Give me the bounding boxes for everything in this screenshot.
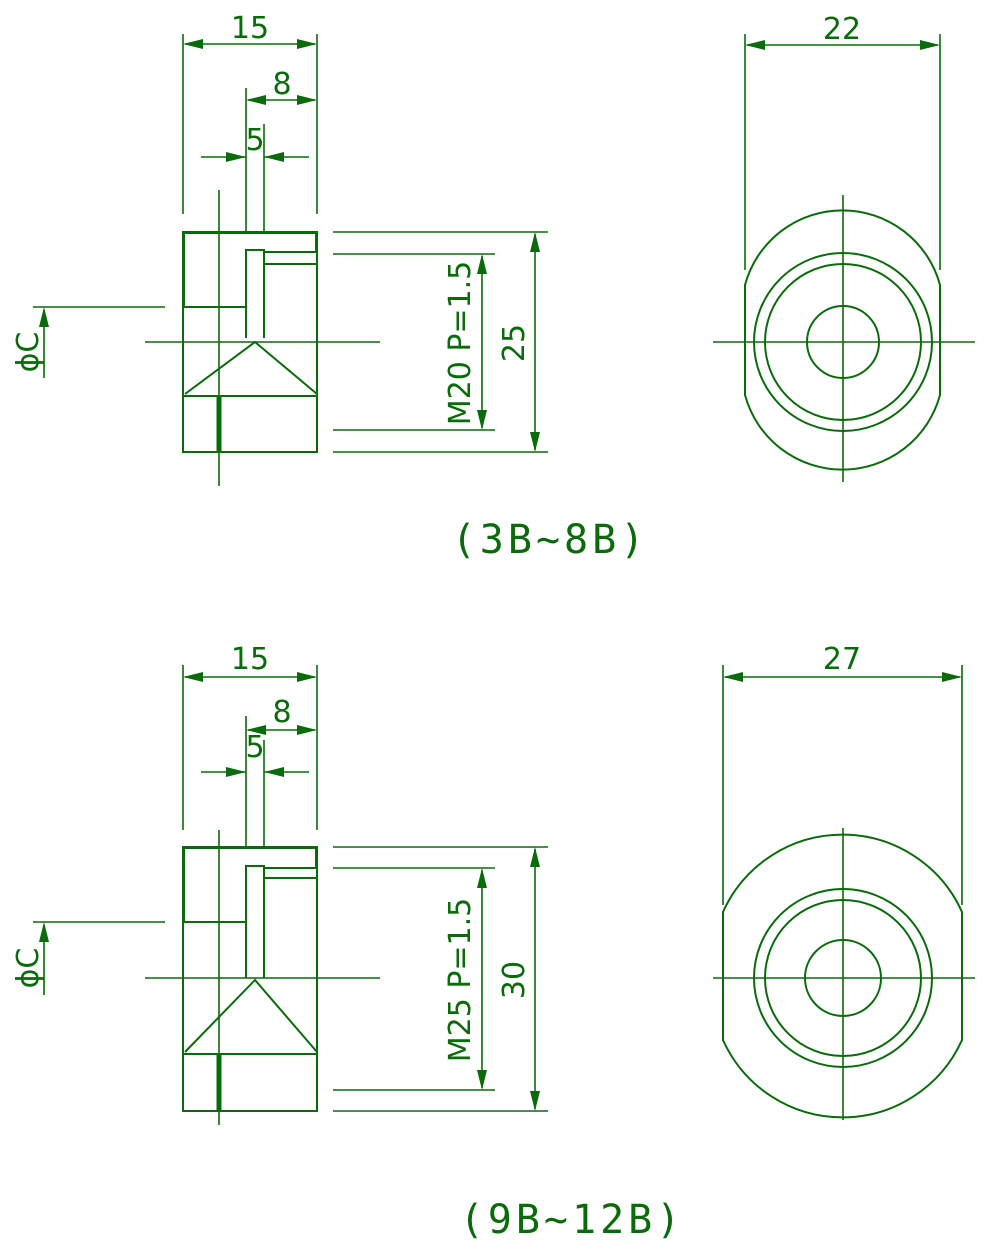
bottom-body-outline xyxy=(182,846,318,1112)
bottom-diameter-label: ϕC xyxy=(11,948,46,989)
top-diameter-label: ϕC xyxy=(11,332,46,373)
bottom-cone xyxy=(184,978,318,1053)
bottom-thread-label: M25 P=1.5 xyxy=(443,898,478,1063)
bottom-height-label: 30 xyxy=(497,961,532,999)
top-hatched-section xyxy=(183,232,317,308)
bottom-side-view xyxy=(33,665,548,1125)
top-end-view xyxy=(713,34,975,482)
bottom-end-view xyxy=(713,665,975,1120)
bottom-dim-5: 5 xyxy=(245,730,264,765)
top-dim-8: 8 xyxy=(272,67,291,102)
bottom-end-width: 27 xyxy=(823,642,861,677)
top-height-label: 25 xyxy=(497,324,532,362)
bottom-dim-8: 8 xyxy=(272,695,291,730)
bottom-caption: (9B~12B) xyxy=(460,1197,685,1243)
top-end-width: 22 xyxy=(823,12,861,47)
top-side-view xyxy=(33,34,548,486)
top-dim-15: 15 xyxy=(231,11,269,46)
bottom-hatched-section xyxy=(183,847,317,923)
top-cone xyxy=(184,340,318,395)
top-thread-label: M20 P=1.5 xyxy=(443,261,478,426)
top-caption: (3B~8B) xyxy=(452,517,649,563)
top-dim-5: 5 xyxy=(245,123,264,158)
bottom-dim-15: 15 xyxy=(231,642,269,677)
